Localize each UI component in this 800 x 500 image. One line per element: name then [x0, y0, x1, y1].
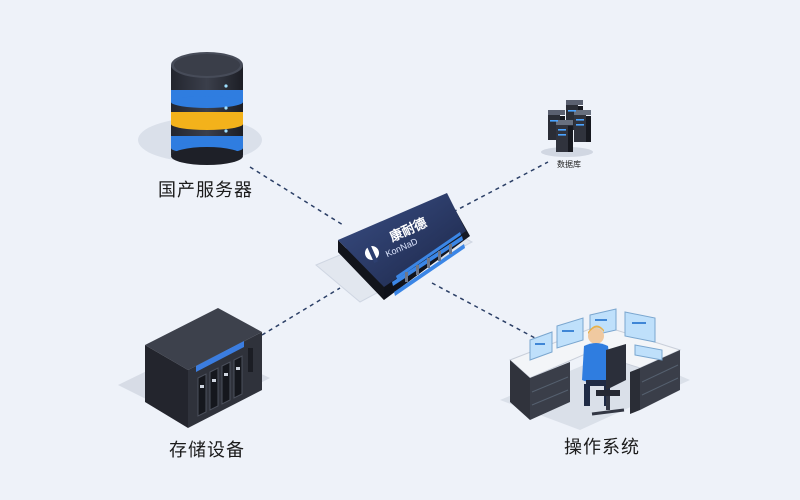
- connector-database: [452, 161, 549, 213]
- connector-storage: [261, 287, 341, 336]
- domestic-server-label: 国产服务器: [158, 180, 253, 201]
- connectors: [249, 161, 549, 339]
- operating-system-workstation-icon: [500, 308, 690, 430]
- connector-server: [249, 166, 344, 226]
- konnad-device-icon: [315, 193, 474, 303]
- database-label: 数据库: [557, 160, 581, 169]
- connector-operating-system: [431, 282, 536, 339]
- database-icon: [541, 100, 593, 157]
- operating-system-label: 操作系统: [564, 437, 640, 458]
- storage-device-label: 存储设备: [169, 440, 245, 461]
- storage-device-icon: [118, 308, 270, 428]
- domestic-server-icon: [138, 52, 262, 165]
